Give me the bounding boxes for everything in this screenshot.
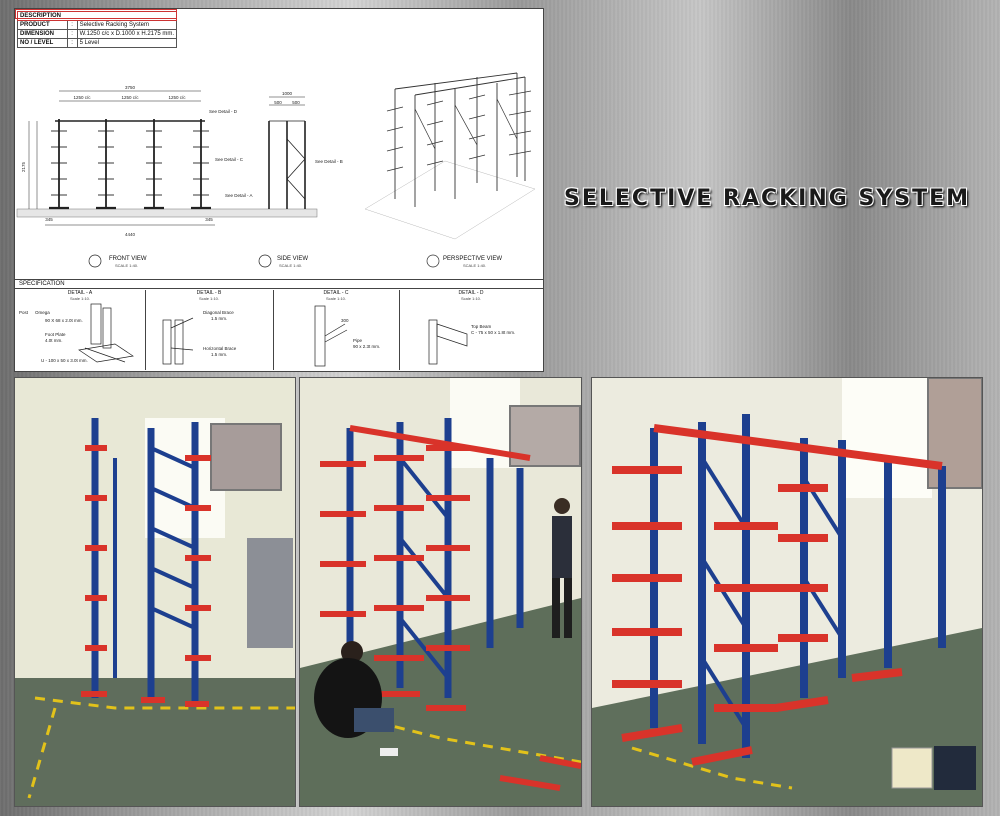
side-depth: 1000 [282, 91, 293, 96]
detail-note: Foot Plate [45, 332, 66, 337]
side-view-label: SIDE VIEW [277, 256, 308, 262]
header-value: Selective Racking System [76, 20, 178, 30]
detail-b-drawing: Diagonal Brace 1.5 mm. Horizontal Brace … [162, 310, 237, 365]
detail-note: Horizontal Brace [203, 346, 237, 351]
header-colon: : [66, 29, 78, 39]
spec-divider [15, 279, 543, 280]
front-spacing: 1250 c/c [168, 95, 186, 100]
installation-photo-middle [299, 377, 582, 807]
header-key: NO / LEVEL [17, 38, 68, 48]
detail-note: C - 75 x 50 x 1.8t mm. [471, 330, 515, 335]
detail-title: DETAIL - A [67, 290, 93, 296]
drawing-views: 3750 1250 c/c 1250 c/c 1250 c/c 4440 345… [16, 72, 536, 268]
perspective-view-drawing [364, 72, 536, 268]
detail-c: DETAIL - C Scale 1:10. 300 Pipe 90 x 2.3… [273, 290, 400, 370]
spec-header-table: DESCRIPTION PRODUCT : Selective Racking … [17, 11, 178, 48]
detail-note: Omega [35, 310, 50, 315]
detail-note: Pipe [353, 338, 363, 343]
detail-note: 1.5 mm. [211, 316, 227, 321]
detail-note: 300 [341, 318, 349, 323]
detail-note: Diagonal Brace [203, 310, 234, 315]
side-sub-depth: 500 [274, 100, 282, 105]
specification-label: SPECIFICATION [19, 281, 65, 287]
detail-c-drawing: 300 Pipe 90 x 2.3t mm. [314, 305, 380, 367]
detail-scale: Scale 1:10. [69, 296, 90, 301]
header-key: DIMENSION [17, 29, 68, 39]
header-value: 5 Level [76, 38, 178, 48]
detail-note: U - 100 x 50 x 3.0t mm. [41, 358, 88, 363]
perspective-view-label: PERSPECTIVE VIEW [443, 256, 502, 262]
header-colon: : [66, 38, 78, 48]
detail-d-drawing: Top Beam C - 75 x 50 x 1.8t mm. [428, 319, 515, 365]
detail-note: Post [19, 310, 29, 315]
front-height: 2175 [21, 161, 26, 172]
detail-note: 90 X 68 x 2.0t mm. [45, 318, 83, 323]
perspective-view-scale: SCALE 1:40. [463, 263, 486, 268]
front-spacing: 1250 c/c [121, 95, 139, 100]
front-spacing: 1250 c/c [73, 95, 91, 100]
see-detail-b: See Detail - B [315, 159, 343, 164]
front-view-drawing [16, 90, 318, 268]
detail-a: DETAIL - A Scale 1:10. Post Omega 90 X 6… [15, 290, 146, 370]
detail-scale: Scale 1:10. [460, 296, 481, 301]
detail-a-drawing: Post Omega 90 X 68 x 2.0t mm. Foot Plate… [19, 303, 134, 363]
detail-scale: Scale 1:10. [325, 296, 346, 301]
detail-b: DETAIL - B Scale 1:10. Diagonal Brace 1.… [145, 290, 274, 370]
front-left-offset: 345 [45, 217, 53, 222]
header-colon: : [66, 20, 78, 30]
header-value: W.1250 c/c x D.1000 x H.2175 mm. [76, 29, 178, 39]
detail-title: DETAIL - B [196, 290, 222, 296]
detail-scale: Scale 1:10. [198, 296, 219, 301]
description-frame [15, 9, 177, 19]
see-detail-d: See Detail - D [209, 109, 238, 114]
detail-note: Top Beam [471, 324, 492, 329]
headline-title: SELECTIVE RACKING SYSTEM [564, 186, 970, 211]
detail-note: 4.0t mm. [45, 338, 63, 343]
side-sub-depth: 500 [292, 100, 300, 105]
side-view-drawing [258, 96, 306, 268]
worker-crouching [314, 641, 398, 756]
header-row: DIMENSION : W.1250 c/c x D.1000 x H.2175… [17, 29, 178, 39]
see-detail-a: See Detail - A [225, 193, 253, 198]
detail-note: 90 x 2.3t mm. [353, 344, 380, 349]
technical-drawing-sheet: DESCRIPTION PRODUCT : Selective Racking … [14, 8, 544, 372]
see-detail-c: See Detail - C [215, 157, 244, 162]
front-overall-width: 3750 [125, 85, 136, 90]
header-row: NO / LEVEL : 5 Level [17, 38, 178, 48]
front-view-label: FRONT VIEW [109, 256, 147, 262]
detail-d: DETAIL - D Scale 1:10. Top Beam C - 75 x… [399, 290, 543, 370]
detail-title: DETAIL - C [323, 290, 349, 296]
front-view-scale: SCALE 1:40. [115, 263, 138, 268]
header-key: PRODUCT [17, 20, 68, 30]
installation-photo-right [591, 377, 983, 807]
worker-standing [552, 498, 572, 638]
side-view-scale: SCALE 1:40. [279, 263, 302, 268]
header-row: PRODUCT : Selective Racking System [17, 20, 178, 30]
detail-note: 1.5 mm. [211, 352, 227, 357]
front-base-width: 4440 [125, 232, 136, 237]
front-right-offset: 345 [205, 217, 213, 222]
installation-photo-left [14, 377, 296, 807]
spec-divider [15, 288, 543, 289]
detail-title: DETAIL - D [458, 290, 484, 296]
